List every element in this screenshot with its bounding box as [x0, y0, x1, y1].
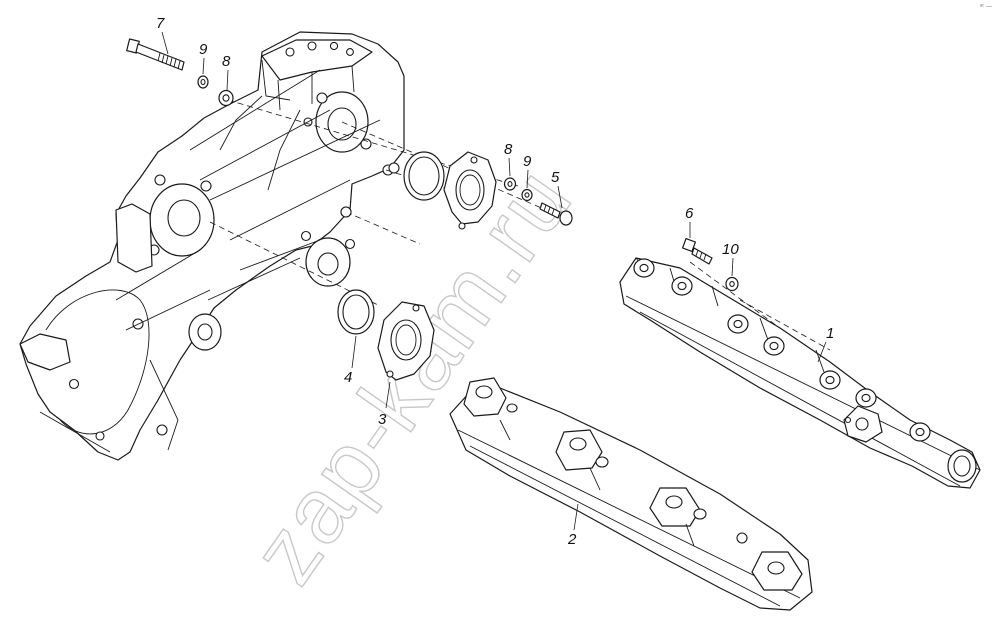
- washer-part-8-upper: [218, 89, 234, 107]
- flange-gasket-upper: [443, 151, 497, 230]
- callouts: 7 9 8 8 9 5 6 10 1 4 3 2: [156, 15, 834, 548]
- callout-3: 3: [378, 411, 387, 428]
- callout-8-upper: 8: [222, 53, 231, 70]
- callout-5: 5: [551, 169, 560, 186]
- washer-part-8-lower: [503, 177, 517, 191]
- callout-8-lower: 8: [504, 141, 513, 158]
- callout-7: 7: [156, 15, 165, 32]
- callout-6: 6: [685, 205, 694, 222]
- washer-part-10: [725, 276, 739, 292]
- washer-part-9-lower: [521, 188, 533, 202]
- gasket-ring-upper: [403, 151, 445, 201]
- housing-cover: [19, 31, 405, 461]
- corner-mark: ᵃᶜ —: [980, 4, 992, 10]
- leader-lines: [161, 31, 827, 531]
- callout-1: 1: [826, 325, 834, 342]
- bolt-part-5: [539, 202, 573, 226]
- callout-2: 2: [567, 531, 577, 548]
- callout-9-lower: 9: [523, 153, 532, 170]
- callout-9-upper: 9: [199, 41, 208, 58]
- callout-4: 4: [344, 369, 352, 386]
- bolt-part-6: [681, 237, 713, 265]
- callout-10: 10: [722, 241, 739, 258]
- bolt-part-7: [126, 38, 185, 71]
- gasket-ring-part-4: [337, 289, 375, 335]
- exhaust-manifold-part-2: [449, 377, 813, 611]
- flange-gasket-part-3: [377, 301, 435, 381]
- washer-part-9-upper: [197, 75, 209, 89]
- exhaust-manifold-part-1: [619, 257, 981, 489]
